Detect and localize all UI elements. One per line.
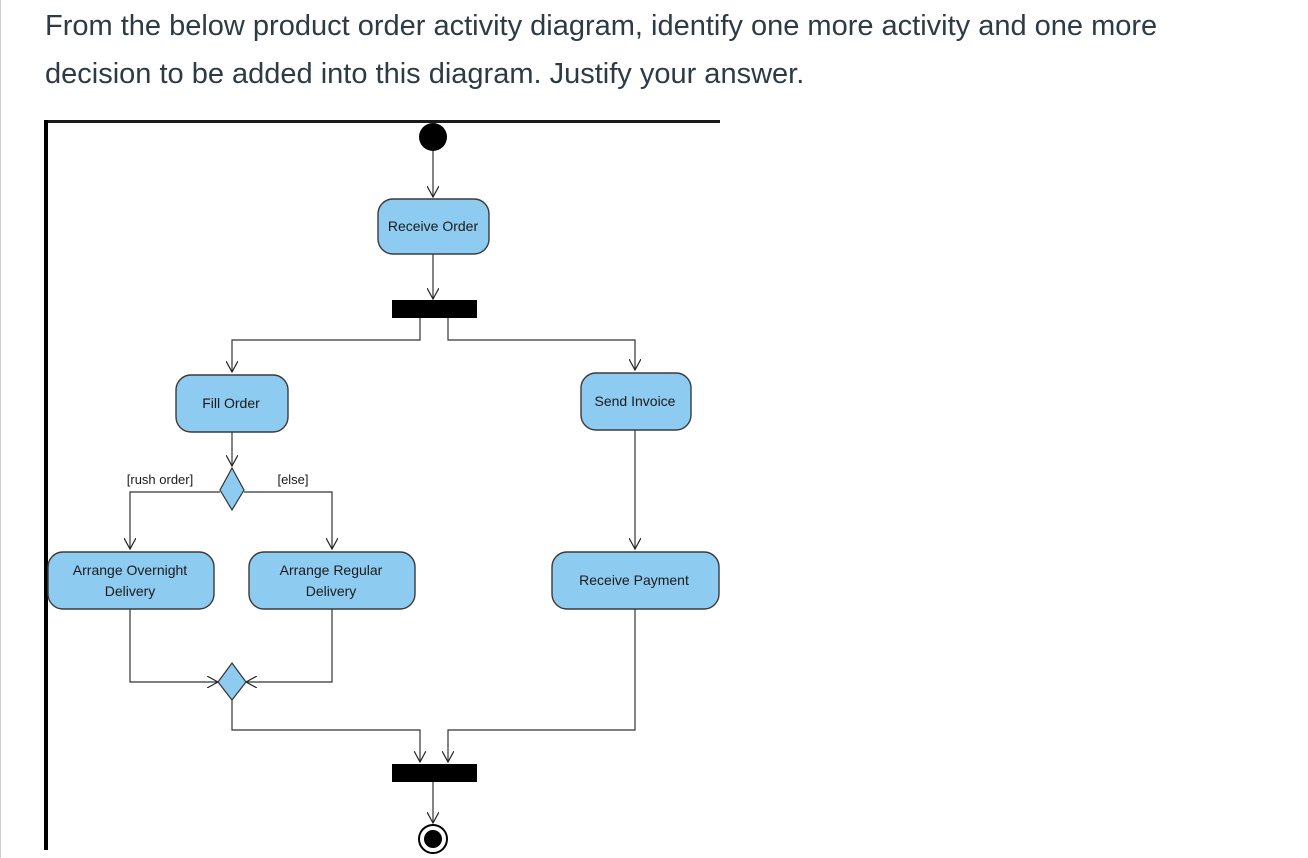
activity-fill-order [175,374,289,433]
label-arrange-overnight-line1: Arrange Overnight [73,562,188,578]
question-line-1: From the below product order activity di… [45,10,1158,42]
initial-node [419,123,447,151]
question-line-2: decision to be added into this diagram. … [45,58,805,90]
activity-receive-payment [551,551,720,610]
label-receive-payment: Receive Payment [579,572,689,588]
question-text: From the below product order activity di… [45,2,1295,98]
diagram-frame-top [44,120,720,123]
edge-regular-to-merge [246,609,333,682]
diagram-frame-left [44,120,48,850]
label-receive-order: Receive Order [388,218,479,234]
join-bar [392,764,477,782]
label-arrange-regular-line2: Delivery [306,583,357,599]
edge-merge-to-join [231,697,420,762]
decision-node [219,466,245,512]
label-arrange-regular-line1: Arrange Regular [280,562,383,578]
activity-receive-order [377,198,490,255]
edge-receive-payment-to-join [448,609,636,762]
page-left-border [0,0,1,858]
activity-send-invoice [580,372,692,431]
label-send-invoice: Send Invoice [595,393,676,409]
edge-overnight-to-merge [129,609,218,682]
activity-arrange-regular-delivery [248,551,416,610]
guard-else: [else] [277,472,308,487]
guard-rush-order: [rush order] [127,472,193,487]
merge-node [217,661,247,701]
fork-bar [392,300,477,318]
activity-arrange-overnight-delivery [47,551,215,610]
label-fill-order: Fill Order [202,395,260,411]
edge-fork-to-fill-order [232,318,421,372]
edge-decision-to-overnight [130,491,220,549]
edge-decision-to-regular [244,491,332,549]
final-node [418,824,448,854]
label-arrange-overnight-line2: Delivery [105,583,156,599]
edge-fork-to-send-invoice [447,318,635,370]
